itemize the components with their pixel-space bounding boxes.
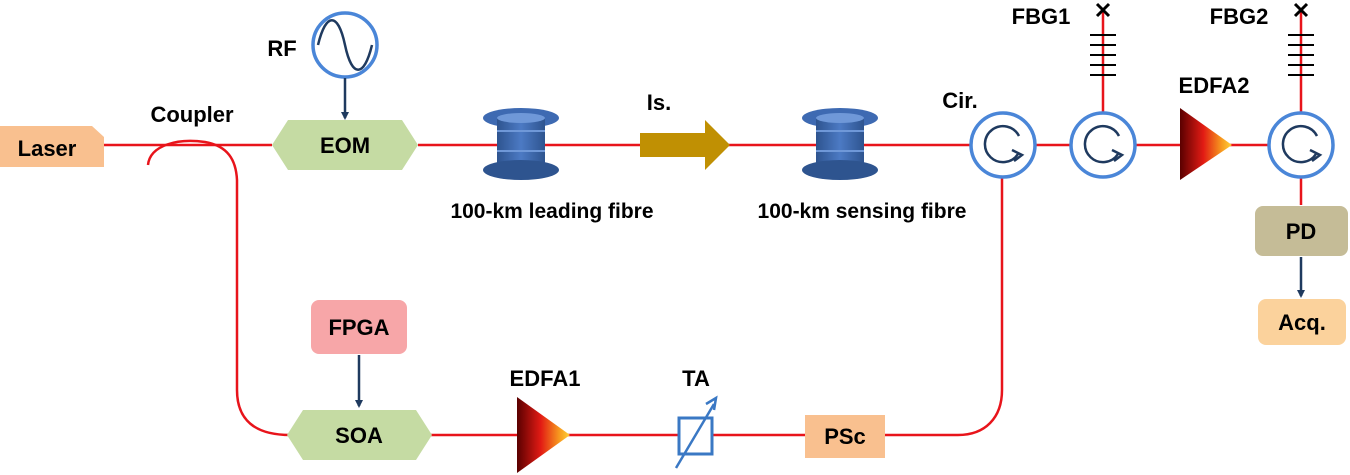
laser-label: Laser	[18, 136, 77, 161]
eom-label: EOM	[320, 133, 370, 158]
edfa1-label: EDFA1	[510, 366, 581, 391]
leading-fibre-label: 100-km leading fibre	[450, 200, 653, 223]
fiber-coupler-loop	[146, 139, 239, 181]
pd-label: PD	[1286, 219, 1317, 244]
isolator: Is.	[640, 90, 730, 170]
fbg2-label: FBG2	[1210, 4, 1269, 29]
termination-icon	[1293, 2, 1309, 18]
circulator-main	[969, 111, 1037, 179]
eom-modulator: EOM	[272, 120, 418, 170]
ta-label: TA	[682, 366, 710, 391]
psc-label: PSc	[824, 424, 866, 449]
fpga-label: FPGA	[328, 315, 389, 340]
leading-fibre-spool	[483, 108, 559, 180]
circulator-icon	[983, 124, 1021, 164]
circulator-icon	[1083, 124, 1121, 164]
fpga: FPGA	[311, 300, 407, 354]
circulator-fbg2	[1267, 111, 1335, 179]
acquisition: Acq.	[1258, 299, 1346, 345]
acq-label: Acq.	[1278, 310, 1326, 335]
rf-source: RF	[267, 11, 379, 79]
polarization-scrambler: PSc	[805, 415, 885, 458]
edfa2-label: EDFA2	[1179, 73, 1250, 98]
sine-wave-icon	[316, 19, 374, 71]
edfa2-amplifier: EDFA2	[1179, 73, 1250, 180]
sensing-fibre-spool	[802, 108, 878, 180]
tunable-attenuator: TA	[674, 366, 718, 469]
fbg1-label: FBG1	[1012, 4, 1071, 29]
sensing-fibre-label: 100-km sensing fibre	[758, 200, 967, 223]
laser-source: Laser	[0, 126, 104, 167]
fbg1-grating	[1090, 2, 1116, 76]
fiber-lower-branch	[235, 180, 291, 437]
edfa1-amplifier: EDFA1	[510, 366, 581, 473]
fiber-psc-to-cir	[884, 178, 1004, 437]
circulator-icon	[1281, 124, 1319, 164]
circulator-label: Cir.	[942, 88, 977, 113]
photodetector: PD	[1255, 206, 1348, 256]
attenuator-arrow-icon	[705, 395, 718, 411]
soa-label: SOA	[335, 423, 383, 448]
isolator-label: Is.	[647, 90, 671, 115]
soa-modulator: SOA	[287, 410, 432, 460]
fbg2-grating	[1288, 2, 1314, 76]
rf-label: RF	[267, 36, 296, 61]
termination-icon	[1095, 2, 1111, 18]
coupler-label: Coupler	[150, 102, 234, 127]
circulator-fbg1	[1069, 111, 1137, 179]
